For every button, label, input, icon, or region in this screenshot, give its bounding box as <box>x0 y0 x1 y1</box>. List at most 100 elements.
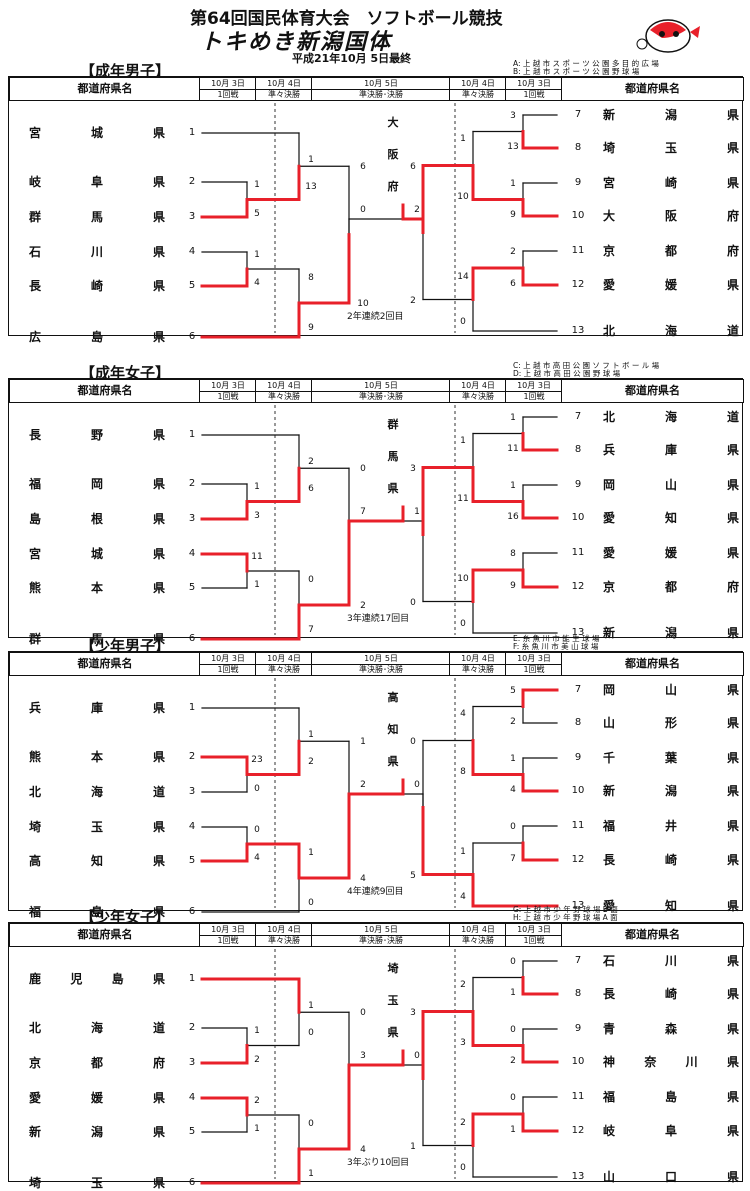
team-name-char: 愛 <box>29 1091 42 1105</box>
team-name-char: 県 <box>152 701 165 715</box>
team-name-char: 知 <box>664 899 677 913</box>
match-score: 14 <box>457 272 469 282</box>
team-name-right: 岐阜県岐阜県 <box>603 1123 739 1139</box>
team-name-char: 新 <box>29 1125 42 1139</box>
seed-number: 13 <box>571 325 585 336</box>
champion-char: 知 <box>387 723 399 736</box>
team-name-right: 新潟県新潟県 <box>603 625 739 641</box>
team-name-char: 阪 <box>664 209 677 223</box>
venue-item: B: 上 越 市 ス ポ ー ツ 公 園 野 球 場 <box>513 67 640 76</box>
team-name-char: 愛 <box>603 899 616 913</box>
match-score: 4 <box>510 785 516 795</box>
team-name-right: 兵庫県兵庫県 <box>603 442 739 458</box>
team-name-char: 県 <box>152 477 165 491</box>
venue-item: G: 上 越 市 少 年 野 球 場 B 面 <box>513 905 618 914</box>
team-name-char: 岐 <box>603 1124 616 1138</box>
team-name-char: 媛 <box>90 1091 103 1105</box>
match-score: 7 <box>308 625 314 635</box>
team-name-right: 青森県青森県 <box>603 1021 739 1037</box>
team-name-char: 山 <box>664 683 677 697</box>
match-score: 1 <box>460 847 466 857</box>
match-score: 1 <box>460 133 466 144</box>
column-header-date: 10月 5日 <box>364 381 398 390</box>
champion-char: 県 <box>387 755 399 768</box>
match-score: 0 <box>254 784 260 794</box>
match-score: 0 <box>410 736 416 747</box>
match-score: 0 <box>410 597 416 608</box>
seed-number: 1 <box>188 702 196 713</box>
team-name-char: 北 <box>603 410 616 424</box>
match-score: 0 <box>308 1119 314 1129</box>
seed-number: 12 <box>571 279 585 290</box>
column-header-date: 10月 4日 <box>267 79 301 88</box>
team-name-char: 新 <box>603 626 616 640</box>
match-score: 0 <box>360 205 366 215</box>
match-score: 9 <box>308 323 314 333</box>
team-name-char: 岡 <box>603 478 616 492</box>
team-name-char: 知 <box>90 854 103 868</box>
match-score: 0 <box>460 1163 466 1173</box>
champion-char: 高 <box>387 691 399 704</box>
team-name-char: 島 <box>111 972 124 986</box>
team-name-char: 島 <box>29 512 42 526</box>
column-header-date: 10月 3日 <box>211 925 245 934</box>
seed-number: 4 <box>188 1092 196 1103</box>
team-name-char: 阜 <box>90 175 103 189</box>
team-name-char: 県 <box>726 511 739 525</box>
team-name-char: 川 <box>664 954 677 968</box>
team-name-char: 県 <box>726 716 739 730</box>
team-name-char: 京 <box>603 244 616 258</box>
bracket-lines <box>200 103 559 339</box>
team-name-right: 千葉県千葉県 <box>603 750 739 766</box>
column-header: 10月 5日準決勝･決勝 <box>311 652 451 676</box>
team-name-char: 府 <box>152 1056 165 1070</box>
team-name-char: 府 <box>726 244 739 258</box>
match-score: 0 <box>510 1025 516 1035</box>
team-name-char: 愛 <box>603 511 616 525</box>
match-score: 5 <box>410 870 416 881</box>
team-name-char: 県 <box>152 854 165 868</box>
column-header-round: 準々決勝 <box>256 664 312 674</box>
team-name-char: 熊 <box>29 581 42 595</box>
match-score: 1 <box>254 482 260 492</box>
team-name-char: 阜 <box>664 1124 677 1138</box>
seed-number: 2 <box>188 751 196 762</box>
column-header-round: 準々決勝 <box>450 391 506 401</box>
team-name-right: 大阪府大阪府 <box>603 208 739 224</box>
team-name-left: 福島県福島県 <box>29 904 165 920</box>
match-score: 2 <box>414 205 420 215</box>
team-name-right: 岡山県岡山県 <box>603 477 739 493</box>
match-score: 1 <box>510 481 516 491</box>
team-name-char: 本 <box>90 750 103 764</box>
team-name-char: 福 <box>29 477 42 491</box>
team-name-left: 熊本県熊本県 <box>29 580 165 596</box>
team-name-char: 長 <box>603 853 616 867</box>
match-score: 3 <box>510 111 516 121</box>
team-name-left: 島根県島根県 <box>29 511 165 527</box>
seed-number: 11 <box>571 547 585 558</box>
team-name-left: 広島県広島県 <box>29 329 165 345</box>
column-header-date: 10月 4日 <box>461 925 495 934</box>
team-name-right: 新潟県新潟県 <box>603 107 739 123</box>
match-score: 1 <box>510 988 516 998</box>
team-name-right: 愛知県愛知県 <box>603 898 739 914</box>
column-header-label: 都道府県名 <box>625 928 680 941</box>
team-name-char: 県 <box>726 954 739 968</box>
seed-number: 4 <box>188 246 196 257</box>
seed-number: 6 <box>188 633 196 644</box>
column-header-round: 準々決勝 <box>450 935 506 945</box>
team-name-right: 愛媛県愛媛県 <box>603 545 739 561</box>
match-score: 1 <box>254 580 260 590</box>
team-name-char: 熊 <box>29 750 42 764</box>
seed-number: 4 <box>188 821 196 832</box>
team-name-char: 海 <box>90 785 103 799</box>
team-name-char: 愛 <box>603 546 616 560</box>
column-header-date: 10月 4日 <box>461 654 495 663</box>
team-name-char: 広 <box>29 330 42 344</box>
team-name-char: 長 <box>29 279 42 293</box>
match-score: 1 <box>254 250 260 260</box>
